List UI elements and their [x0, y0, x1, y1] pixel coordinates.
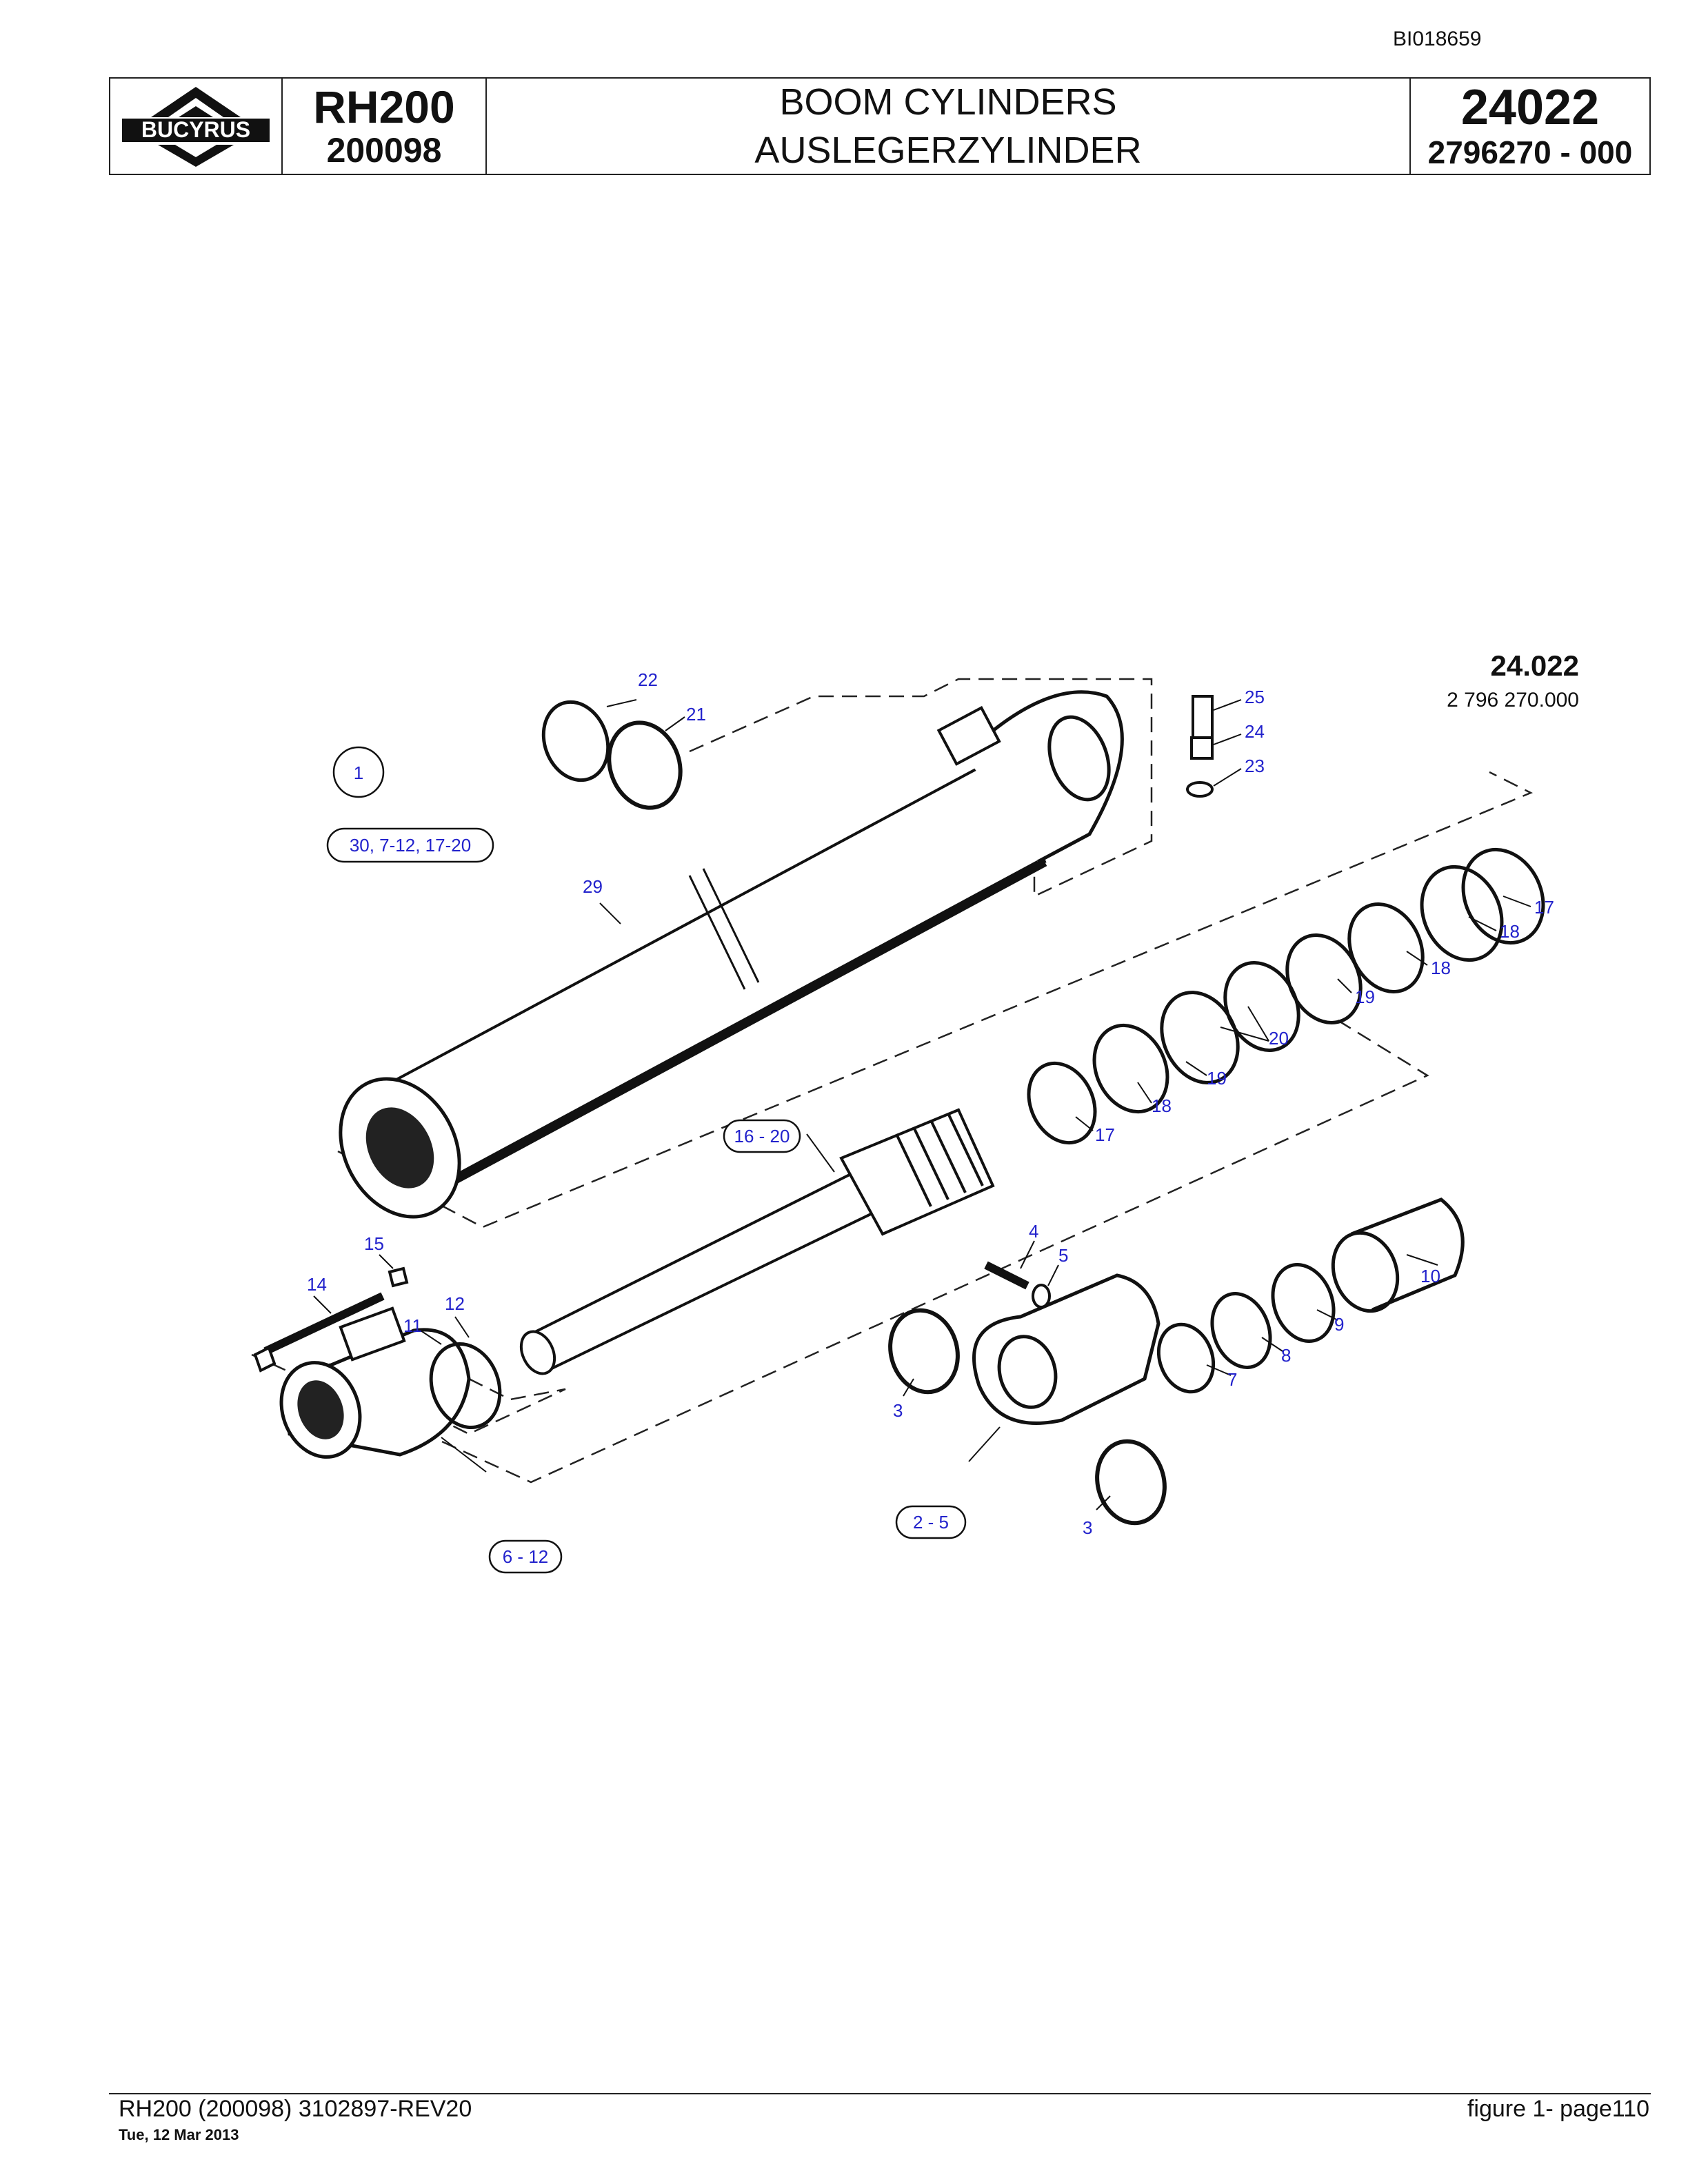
item-14: 14 [307, 1274, 327, 1295]
item-10: 10 [1420, 1266, 1440, 1286]
callout-group-1: 1 [332, 746, 385, 798]
svg-text:1: 1 [354, 762, 363, 783]
item-19: 19 [1355, 987, 1375, 1007]
svg-text:BUCYRUS: BUCYRUS [141, 117, 250, 142]
item-numbers: 22 21 25 24 23 29 17 18 18 19 20 19 18 1… [307, 669, 1554, 1538]
group-part-number: 2 796 270.000 [1447, 689, 1579, 711]
item-4: 4 [1029, 1221, 1038, 1242]
document-id: BI018659 [1393, 28, 1482, 50]
item-25: 25 [1245, 687, 1265, 707]
footer-divider [109, 2093, 1651, 2094]
model-number: RH200 [313, 81, 455, 132]
item-29: 29 [583, 876, 603, 897]
item-9: 9 [1334, 1314, 1344, 1335]
head-seals [429, 1197, 1465, 1430]
seal-rings [1027, 847, 1545, 1145]
diagram-canvas: 24.022 2 796 270.000 [251, 649, 1579, 1574]
part-number: 2796270 - 000 [1427, 134, 1633, 170]
logo-cell: BUCYRUS [110, 79, 283, 174]
footer-page-reference: figure 1- page110 [1467, 2096, 1649, 2122]
item-22: 22 [638, 669, 658, 690]
cylinder-barrel [339, 690, 1124, 1219]
piston-rod [519, 1108, 995, 1375]
bucyrus-logo: BUCYRUS [122, 87, 270, 167]
group-reference: 24.022 [1491, 649, 1579, 682]
rod-eye [888, 1273, 1167, 1526]
figure-number: 24022 [1460, 80, 1600, 135]
item-23: 23 [1245, 756, 1265, 776]
item-7: 7 [1227, 1369, 1237, 1390]
footer-document-reference: RH200 (200098) 3102897-REV20 [119, 2096, 472, 2122]
item-18: 18 [1500, 921, 1520, 942]
svg-text:30, 7-12, 17-20: 30, 7-12, 17-20 [350, 835, 471, 856]
item-17: 17 [1534, 897, 1554, 918]
item-3: 3 [1083, 1517, 1092, 1538]
title-german: AUSLEGERZYLINDER [754, 130, 1142, 171]
item-12: 12 [445, 1293, 465, 1314]
svg-text:2 - 5: 2 - 5 [913, 1512, 949, 1533]
item-21: 21 [686, 704, 706, 725]
svg-text:6 - 12: 6 - 12 [503, 1546, 549, 1567]
item-19: 19 [1207, 1068, 1227, 1089]
item-24: 24 [1245, 721, 1265, 742]
svg-text:16 - 20: 16 - 20 [734, 1126, 790, 1146]
item-8: 8 [1281, 1345, 1291, 1366]
callout-group-16-20: 16 - 20 [723, 1119, 801, 1153]
serial-number: 200098 [326, 131, 442, 170]
figure-number-cell: 24022 2796270 - 000 [1411, 79, 1649, 174]
footer-date: Tue, 12 Mar 2013 [119, 2126, 239, 2143]
model-cell: RH200 200098 [283, 79, 487, 174]
item-11: 11 [403, 1315, 422, 1336]
callout-group-30: 30, 7-12, 17-20 [326, 827, 494, 863]
callout-group-2-5: 2 - 5 [895, 1505, 967, 1539]
title-english: BOOM CYLINDERS [779, 81, 1117, 123]
exploded-parts-diagram: 24.022 2 796 270.000 [234, 634, 1614, 1613]
item-20: 20 [1269, 1028, 1289, 1049]
item-15: 15 [364, 1233, 384, 1254]
callout-group-6-12: 6 - 12 [488, 1539, 563, 1574]
leader-lines [313, 699, 1531, 1510]
item-18: 18 [1431, 958, 1451, 978]
small-parts [253, 695, 1214, 1373]
item-5: 5 [1058, 1245, 1068, 1266]
item-18: 18 [1152, 1095, 1172, 1116]
title-block: BUCYRUS RH200 200098 BOOM CYLINDERS AUSL… [109, 77, 1651, 175]
item-17: 17 [1095, 1124, 1115, 1145]
item-3: 3 [893, 1400, 903, 1421]
title-cell: BOOM CYLINDERS AUSLEGERZYLINDER [487, 79, 1411, 174]
cylinder-head [279, 1306, 471, 1459]
